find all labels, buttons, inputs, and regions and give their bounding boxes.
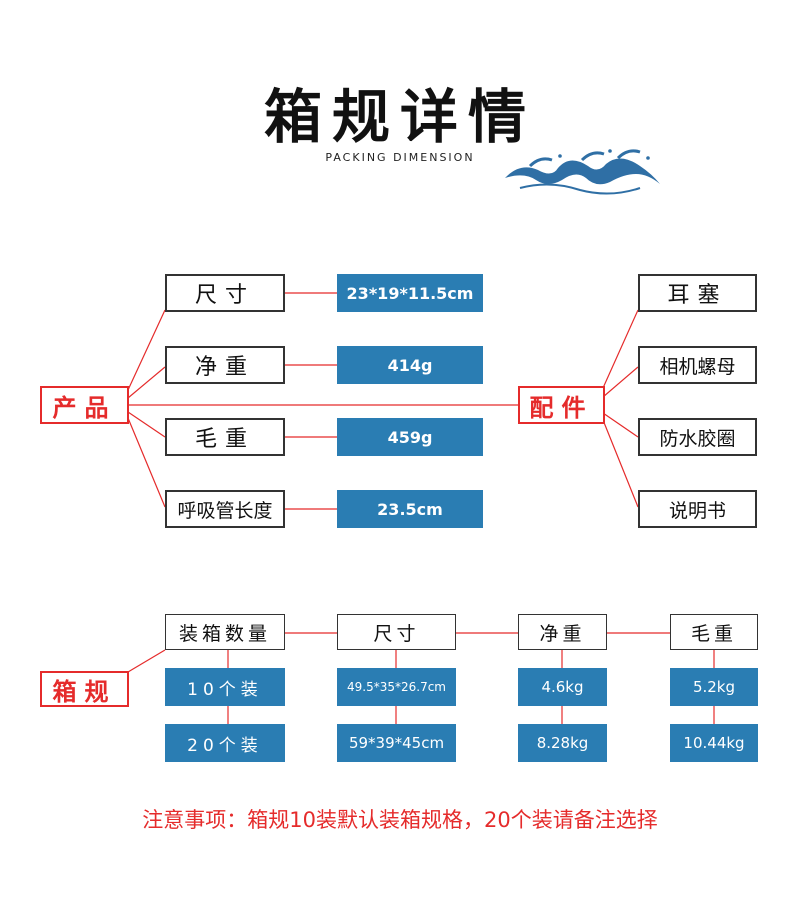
product-net-weight-value: 414g [337, 346, 483, 384]
box-size-header: 尺寸 [337, 614, 456, 650]
product-label: 产品 [40, 386, 129, 424]
box-gross-weight-10: 5.2kg [670, 668, 758, 706]
accessory-earplugs: 耳塞 [638, 274, 757, 312]
product-gross-weight-value: 459g [337, 418, 483, 456]
accessories-label: 配件 [518, 386, 605, 424]
box-net-weight-header: 净重 [518, 614, 607, 650]
accessory-camera-nut: 相机螺母 [638, 346, 757, 384]
box-gross-weight-header: 毛重 [670, 614, 758, 650]
box-net-weight-10: 4.6kg [518, 668, 607, 706]
box-qty-header: 装箱数量 [165, 614, 285, 650]
product-gross-weight-label: 毛重 [165, 418, 285, 456]
box-size-10: 49.5*35*26.7cm [337, 668, 456, 706]
page-title: 箱规详情 [263, 83, 536, 151]
box-size-20: 59*39*45cm [337, 724, 456, 762]
product-net-weight-label: 净重 [165, 346, 285, 384]
box-qty-10: 10个装 [165, 668, 285, 706]
page-subtitle: PACKING DIMENSION [325, 151, 475, 164]
product-size-label: 尺寸 [165, 274, 285, 312]
box-spec-label: 箱规 [40, 671, 129, 707]
product-size-value: 23*19*11.5cm [337, 274, 483, 312]
wave-icon [505, 149, 660, 195]
notice-text: 注意事项：箱规10装默认装箱规格，20个装请备注选择 [142, 808, 658, 832]
box-qty-20: 20个装 [165, 724, 285, 762]
accessory-manual: 说明书 [638, 490, 757, 528]
product-snorkel-length-label: 呼吸管长度 [165, 490, 285, 528]
accessory-waterproof-ring: 防水胶圈 [638, 418, 757, 456]
box-net-weight-20: 8.28kg [518, 724, 607, 762]
product-snorkel-length-value: 23.5cm [337, 490, 483, 528]
box-gross-weight-20: 10.44kg [670, 724, 758, 762]
